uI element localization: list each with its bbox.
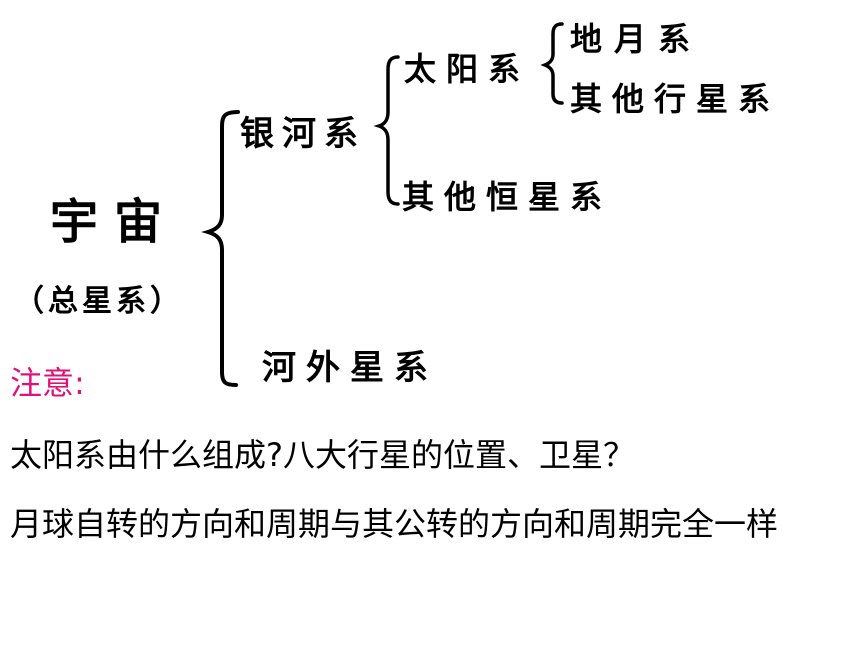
notes-line-1: 太阳系由什么组成?八大行星的位置、卫星？ bbox=[10, 436, 635, 474]
other-stellar-systems-label: 其他恒星系 bbox=[402, 178, 613, 216]
universe-label: 宇宙 bbox=[50, 194, 179, 250]
galaxy-brace bbox=[373, 55, 400, 206]
notes-heading: 注意: bbox=[10, 364, 85, 402]
earth-moon-system-label: 地月系 bbox=[570, 20, 703, 58]
notes-line-2: 月球自转的方向和周期与其公转的方向和周期完全一样 bbox=[10, 505, 779, 543]
solar-system-label: 太阳系 bbox=[404, 50, 531, 88]
extragalactic-label: 河外星系 bbox=[262, 348, 438, 388]
galaxy-label: 银河系 bbox=[240, 114, 366, 154]
solar-brace bbox=[540, 22, 564, 105]
other-planetary-systems-label: 其他行星系 bbox=[570, 80, 781, 118]
universe-sublabel: （总星系） bbox=[14, 284, 184, 319]
universe-brace bbox=[201, 110, 240, 387]
